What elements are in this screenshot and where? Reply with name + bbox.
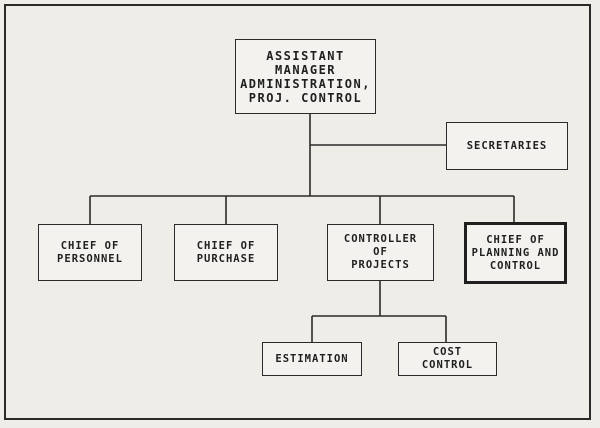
box-label-line: ESTIMATION [275,352,349,365]
box-label-line: SECRETARIES [466,139,548,152]
box-label-line: PURCHASE [196,252,256,265]
box-label-line: PERSONNEL [57,252,123,265]
box-label-line: CHIEF OF [196,239,256,252]
box-label-line: ADMINISTRATION, [240,76,371,91]
box-label-line: CONTROLLER [343,233,418,245]
box-label-line: PLANNING AND [471,246,560,259]
secretaries-box: SECRETARIES [446,122,568,170]
box-label-line: ASSISTANT [266,48,345,63]
box-label-line: MANAGER [274,62,337,77]
diagram-frame [4,4,591,420]
box-label-line: CONTROL [421,359,474,371]
box-label-line: CHIEF OF [486,233,545,246]
box-label-line: PROJECTS [351,259,410,271]
box-label-line: PROJ. CONTROL [248,90,363,105]
estimation-box: ESTIMATION [262,342,362,376]
box-label-line: CHIEF OF [60,239,120,252]
box-label-line: CONTROL [489,259,542,272]
box-label-line: OF [373,246,388,258]
box-label-line: COST [432,346,463,358]
